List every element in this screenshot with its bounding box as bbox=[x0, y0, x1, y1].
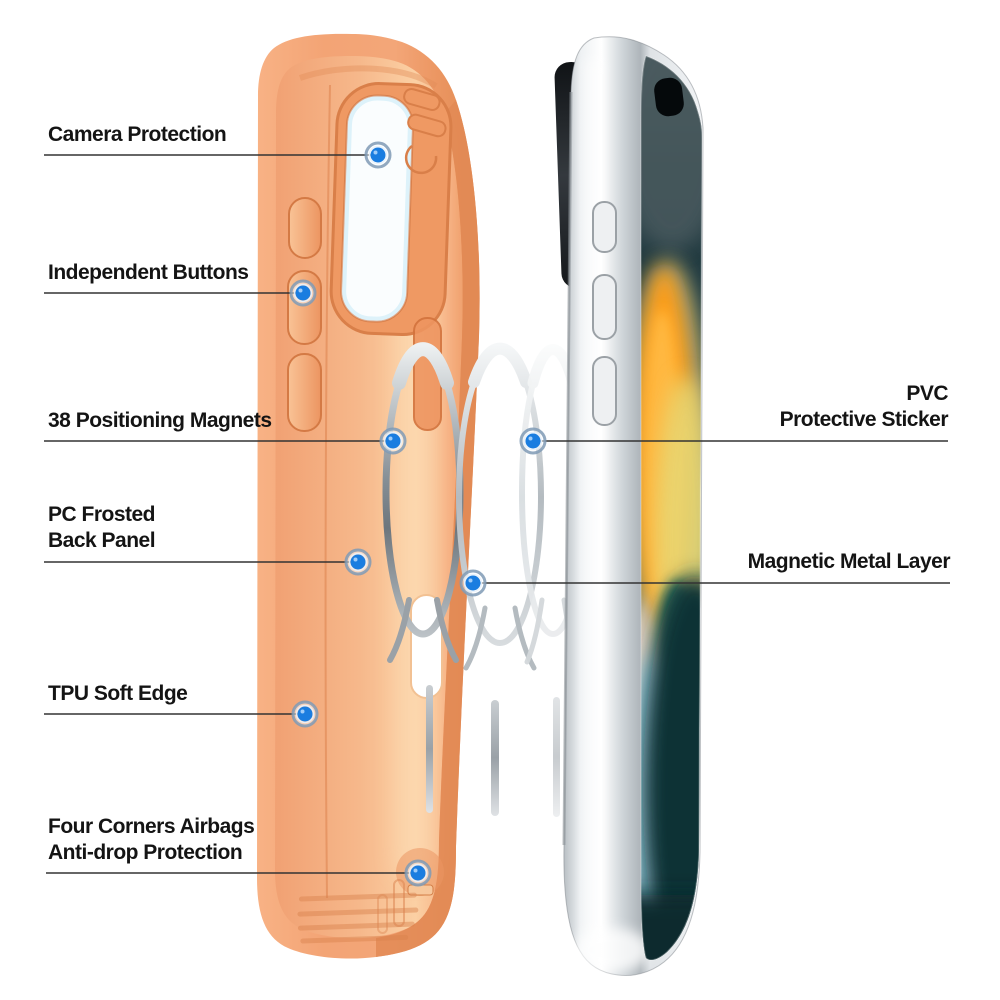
metal-pin-2 bbox=[491, 700, 499, 816]
metal-pin-1 bbox=[426, 685, 433, 813]
bezel-groove-2 bbox=[407, 113, 447, 138]
label-line: PC Frosted bbox=[48, 503, 156, 526]
case-edge-seam bbox=[324, 84, 331, 899]
callout-dot-pc-frosted bbox=[344, 548, 372, 576]
label-camera-protection: Camera Protection bbox=[48, 122, 227, 148]
label-line: Protective Sticker bbox=[779, 408, 949, 431]
phone-button-3 bbox=[592, 356, 617, 426]
bezel-groove-3 bbox=[404, 145, 438, 175]
callout-dot-pvc-sticker bbox=[519, 427, 547, 455]
callout-dot-camera-protection bbox=[364, 141, 392, 169]
label-line: TPU Soft Edge bbox=[48, 682, 188, 705]
phone-frame-edge bbox=[562, 91, 573, 846]
phone-illustration bbox=[554, 36, 704, 976]
label-pvc-protective-sticker: PVC Protective Sticker bbox=[779, 381, 949, 433]
callout-lines bbox=[44, 154, 950, 874]
magnet-ring-2 bbox=[456, 342, 544, 671]
case-button-2 bbox=[287, 270, 322, 345]
callout-dot-positioning-magnets bbox=[379, 427, 407, 455]
case-button-3 bbox=[287, 353, 322, 432]
case-illustration bbox=[257, 33, 480, 959]
case-corner-groove-1 bbox=[393, 879, 405, 927]
camera-cutout-glow bbox=[342, 96, 412, 321]
label-line: Four Corners Airbags bbox=[48, 815, 255, 838]
case-corner-groove-2 bbox=[377, 894, 388, 934]
callout-dot-four-corners bbox=[404, 859, 432, 887]
callout-dot-independent-buttons bbox=[289, 279, 317, 307]
label-magnetic-metal-layer: Magnetic Metal Layer bbox=[747, 549, 951, 575]
case-button-1 bbox=[288, 197, 322, 259]
phone-bottom-shine bbox=[574, 928, 650, 972]
label-line: Independent Buttons bbox=[48, 261, 249, 284]
label-line: PVC bbox=[906, 382, 948, 405]
dynamic-island bbox=[654, 77, 684, 117]
case-bottom-grooves bbox=[297, 892, 419, 944]
label-line: Anti-drop Protection bbox=[48, 841, 243, 864]
label-independent-buttons: Independent Buttons bbox=[48, 260, 249, 286]
label-line: 38 Positioning Magnets bbox=[48, 409, 272, 432]
label-positioning-magnets: 38 Positioning Magnets bbox=[48, 408, 272, 434]
phone-frame-highlight bbox=[584, 60, 602, 940]
label-line: Camera Protection bbox=[48, 123, 227, 146]
callout-dot-magnetic-layer bbox=[459, 569, 487, 597]
label-pc-frosted-back-panel: PC Frosted Back Panel bbox=[48, 502, 156, 554]
metal-pin-3 bbox=[553, 697, 560, 817]
case-inner-wall bbox=[376, 100, 480, 957]
callout-dots bbox=[289, 141, 547, 887]
callout-dot-tpu-soft-edge bbox=[291, 700, 319, 728]
label-line: Magnetic Metal Layer bbox=[747, 550, 951, 573]
phone-button-1 bbox=[592, 201, 617, 253]
phone-screen-edge bbox=[640, 55, 703, 961]
phone-button-2 bbox=[592, 274, 617, 340]
label-four-corners-airbags: Four Corners Airbags Anti-drop Protectio… bbox=[48, 814, 255, 866]
label-line: Back Panel bbox=[48, 529, 156, 552]
case-top-inner-shadow bbox=[299, 65, 438, 89]
camera-cutout-hole bbox=[340, 94, 414, 323]
bezel-groove-1 bbox=[403, 87, 441, 111]
label-tpu-soft-edge: TPU Soft Edge bbox=[48, 681, 188, 707]
